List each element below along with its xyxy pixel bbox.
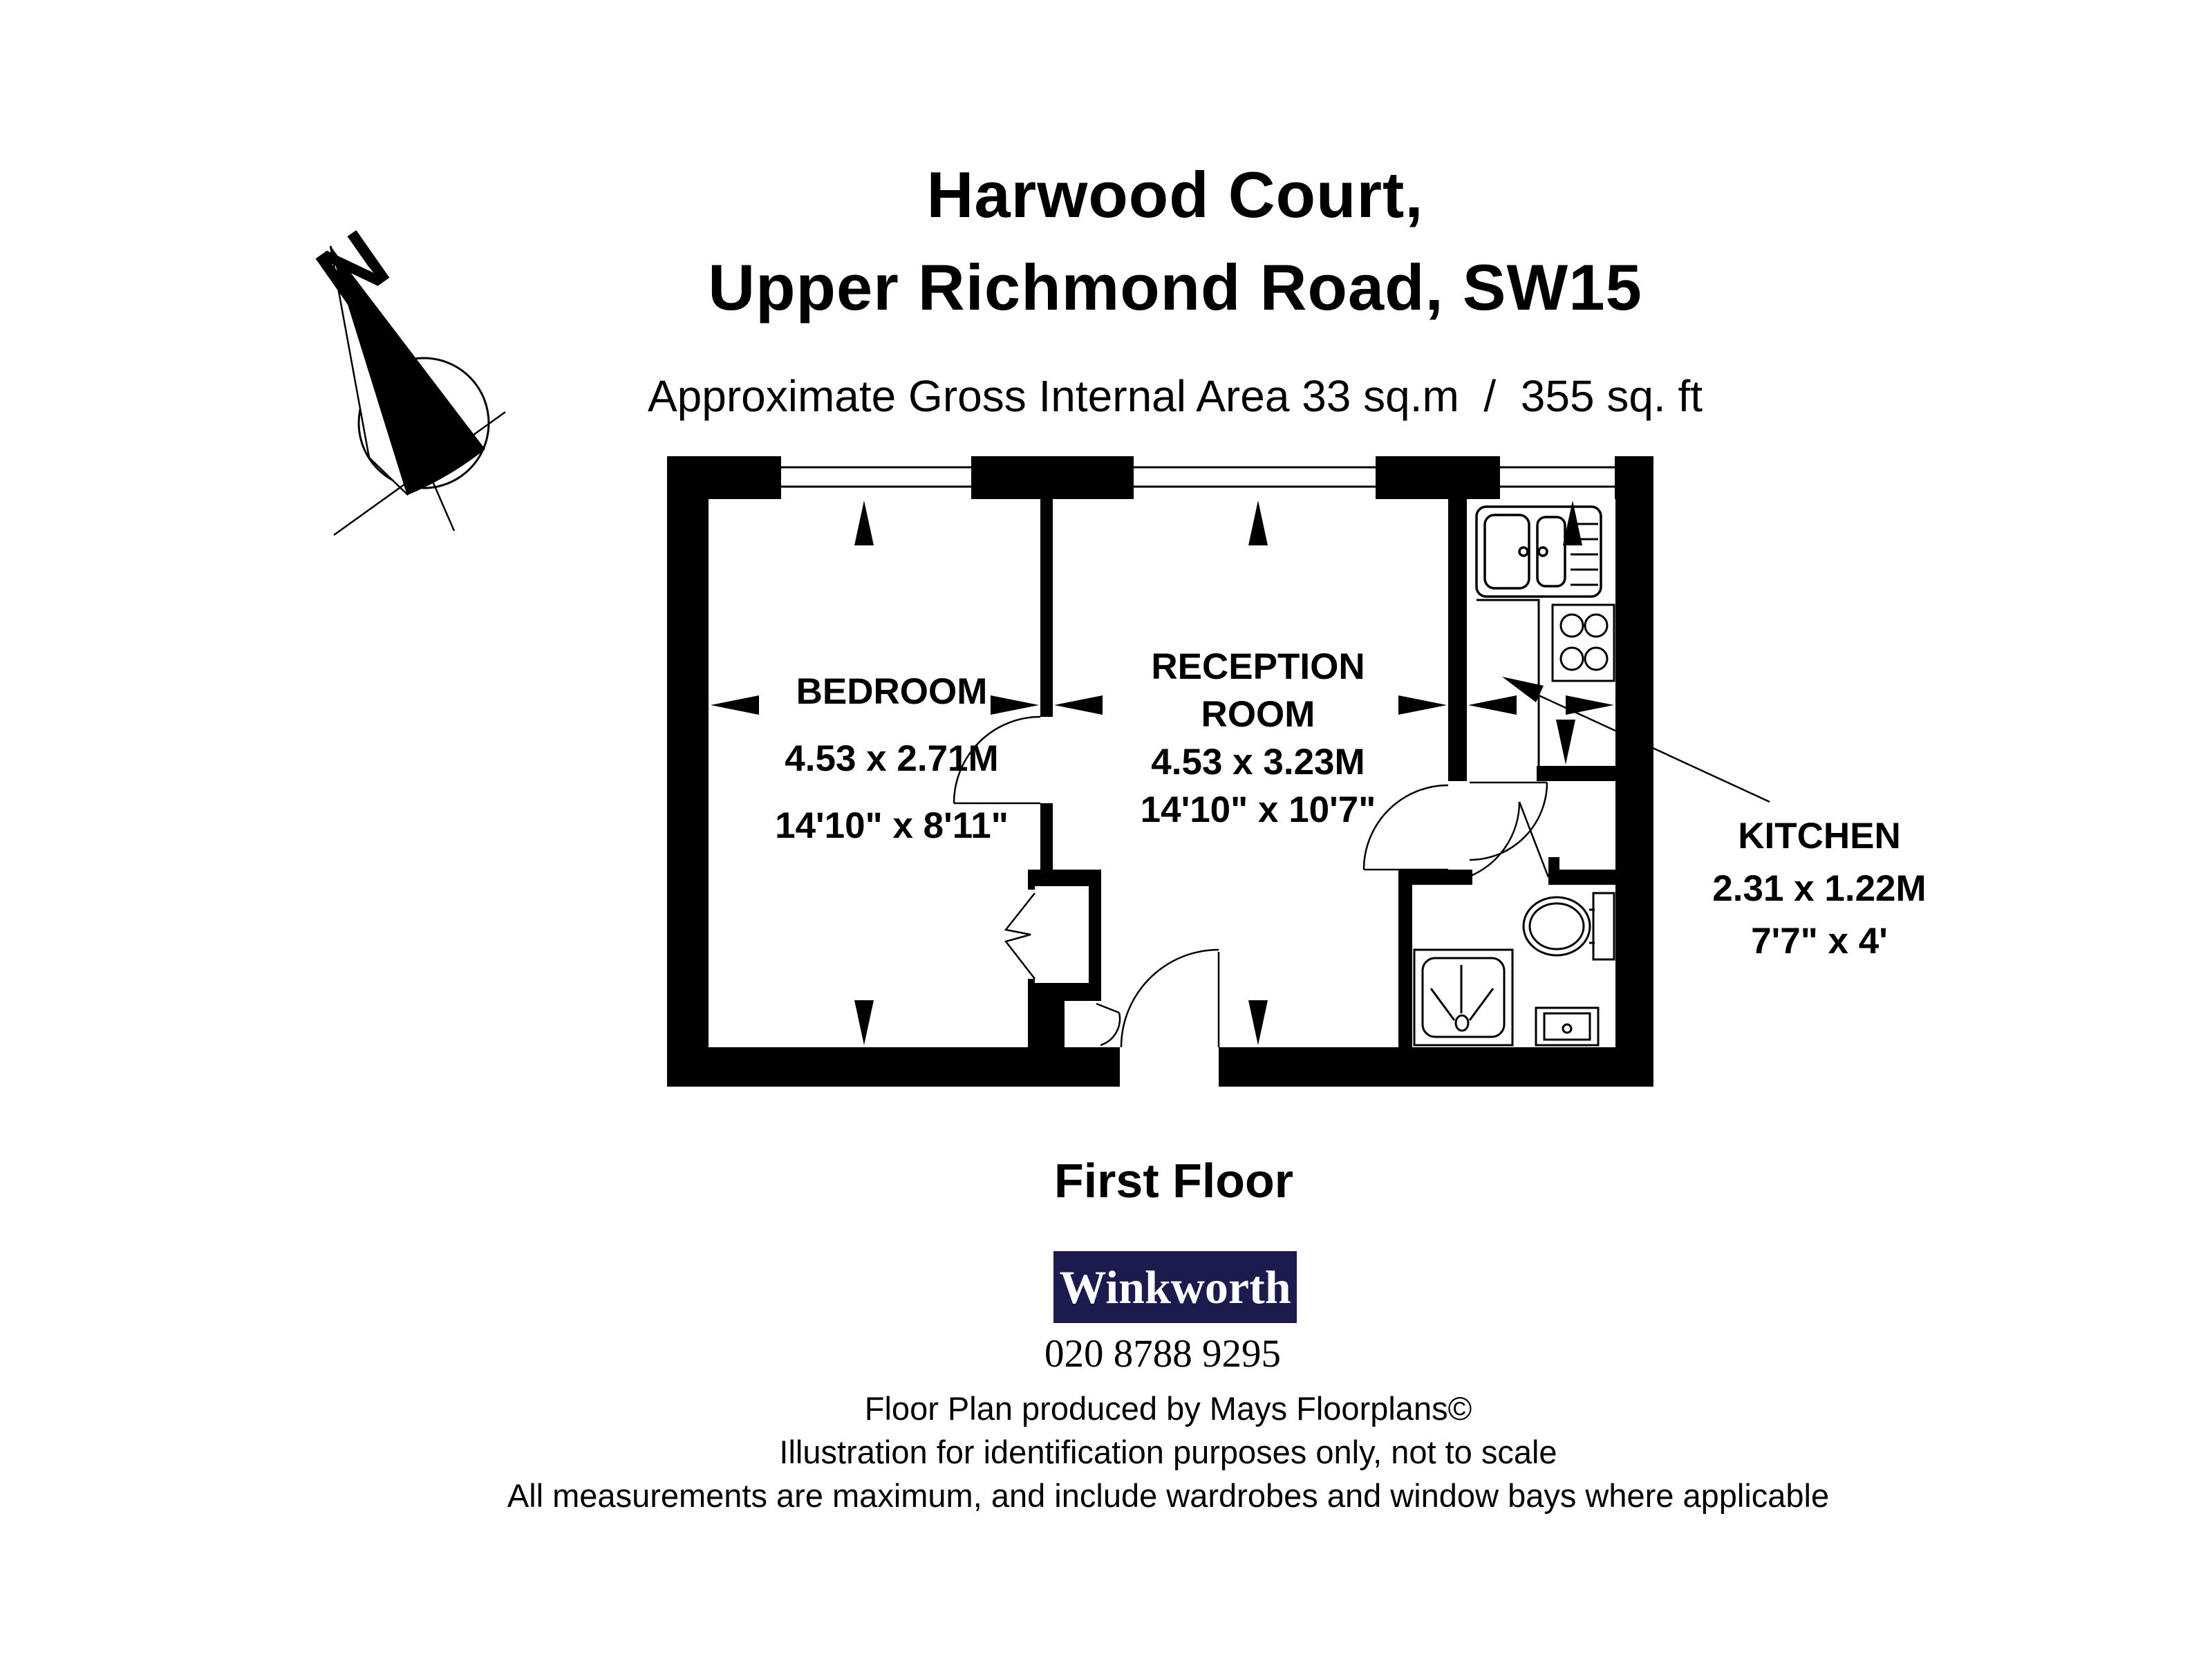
basin-icon xyxy=(1535,1006,1600,1047)
reception-name-line2: ROOM xyxy=(1201,694,1315,735)
dimension-arrows xyxy=(711,500,1614,1045)
reception-label: RECEPTION ROOM 4.53 x 3.23M 14'10" x 10'… xyxy=(1141,643,1376,834)
bedroom-dim-imperial: 14'10" x 8'11" xyxy=(775,805,1009,846)
gross-internal-area: Approximate Gross Internal Area 33 sq.m … xyxy=(647,371,1703,421)
kitchen-hob-icon xyxy=(1551,603,1615,682)
shower-icon xyxy=(1413,948,1514,1047)
footer-measurements-note: All measurements are maximum, and includ… xyxy=(507,1477,1830,1514)
floor-name: First Floor xyxy=(1053,1154,1294,1208)
bedroom-name: BEDROOM xyxy=(796,671,988,712)
footer-disclaimer: Illustration for identification purposes… xyxy=(779,1434,1557,1470)
bedroom-dim-metric: 4.53 x 2.71M xyxy=(785,738,999,779)
reception-dim-imperial: 14'10" x 10'7" xyxy=(1140,789,1376,830)
page-title-line1: Harwood Court, xyxy=(926,158,1424,231)
reception-name-line1: RECEPTION xyxy=(1151,646,1365,687)
page-title-line2: Upper Richmond Road, SW15 xyxy=(708,251,1642,324)
toilet-icon xyxy=(1522,892,1615,961)
reception-dim-metric: 4.53 x 3.23M xyxy=(1151,742,1365,782)
kitchen-dim-metric: 2.31 x 1.22M xyxy=(1712,868,1927,909)
closet-bifold-door xyxy=(1004,892,1035,980)
windows xyxy=(781,466,1615,488)
bedroom-label: BEDROOM 4.53 x 2.71M 14'10" x 8'11" xyxy=(775,658,1009,859)
walls xyxy=(667,456,1653,1087)
winkworth-logo: Winkworth xyxy=(1053,1251,1297,1323)
compass-rose-icon xyxy=(329,245,506,536)
kitchen-sink-icon xyxy=(1475,505,1602,598)
footer-produced-by: Floor Plan produced by Mays Floorplans© xyxy=(864,1390,1472,1427)
agency-phone: 020 8788 9295 xyxy=(1044,1332,1281,1376)
agency-name: Winkworth xyxy=(1059,1260,1291,1313)
kitchen-label: KITCHEN 2.31 x 1.22M 7'7" x 4' xyxy=(1712,810,1926,968)
kitchen-dim-imperial: 7'7" x 4' xyxy=(1751,921,1888,962)
doors xyxy=(953,715,1550,1048)
kitchen-name: KITCHEN xyxy=(1738,816,1901,856)
kitchen-counter xyxy=(1477,599,1540,766)
kitchen-leader-line xyxy=(1502,677,1770,803)
